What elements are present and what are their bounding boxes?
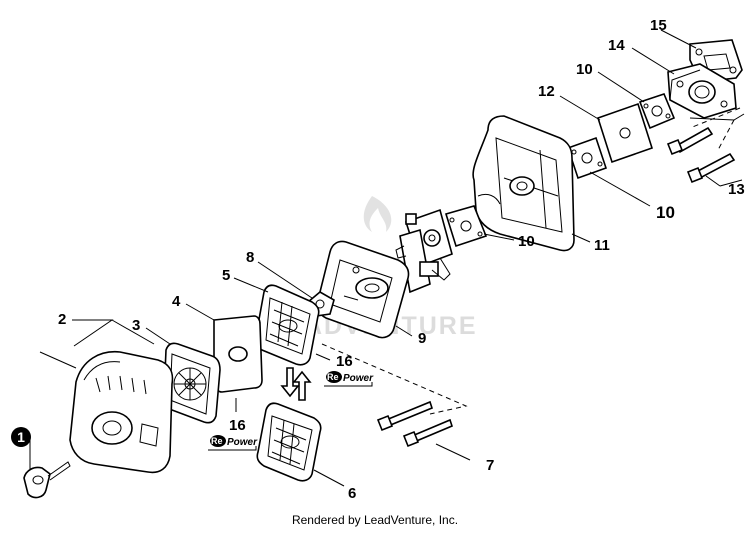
repower-label: Power: [227, 437, 258, 448]
callout-14: 14: [608, 37, 625, 54]
part-10-gasket-middle: [566, 136, 608, 180]
callout-12: 12: [538, 83, 555, 100]
callout-16-lower: 16: [229, 417, 246, 434]
svg-text:Re: Re: [327, 372, 339, 382]
callout-15: 15: [650, 17, 667, 34]
callout-labels: 15 14 10 12 13 10 11 10 9 8 5 4 3 2 16 1…: [58, 17, 745, 502]
part-16-filter-upper: [254, 284, 320, 366]
assembly-axis-line: [321, 343, 468, 415]
part-14-insulator: [667, 63, 737, 119]
callout-16-upper: 16: [336, 353, 353, 370]
repower-label: Power: [343, 373, 374, 384]
part-6-filter-lower: [256, 402, 322, 482]
callout-3: 3: [132, 317, 140, 334]
part-7-bolts: [376, 400, 453, 448]
callout-13: 13: [728, 181, 745, 198]
callout-9: 9: [418, 330, 426, 347]
part-13-bolts: [666, 126, 736, 184]
leader-lines: [29, 29, 745, 487]
svg-text:Re: Re: [211, 436, 223, 446]
repower-badge-lower: Re Power: [208, 435, 258, 451]
callout-10-right: 10: [656, 203, 675, 222]
footer-caption: Rendered by LeadVenture, Inc.: [292, 513, 458, 527]
bolt-alignment-lines: [689, 107, 741, 151]
repower-badge-upper: Re Power: [324, 371, 374, 387]
part-2-cover: [69, 351, 174, 474]
part-11-air-cleaner-base: [472, 115, 575, 252]
part-4-foam-element: [213, 315, 263, 393]
part-10-gasket-top: [638, 93, 676, 130]
callout-6: 6: [348, 485, 356, 502]
callout-10-lower: 10: [518, 233, 535, 250]
callout-8: 8: [246, 249, 254, 266]
callout-5: 5: [222, 267, 230, 284]
part-10-gasket-lower: [444, 205, 488, 248]
callout-7: 7: [486, 457, 494, 474]
replacement-arrows: [280, 367, 312, 401]
part-12-plate: [597, 102, 653, 164]
svg-text:1: 1: [17, 429, 25, 445]
callout-10-top: 10: [576, 61, 593, 78]
callout-4: 4: [172, 293, 181, 310]
part-1-knob: [23, 461, 71, 499]
part-3-element-holder: [163, 342, 221, 424]
callout-11: 11: [594, 237, 610, 254]
callout-1: 1: [11, 427, 31, 447]
callout-2: 2: [58, 311, 66, 328]
